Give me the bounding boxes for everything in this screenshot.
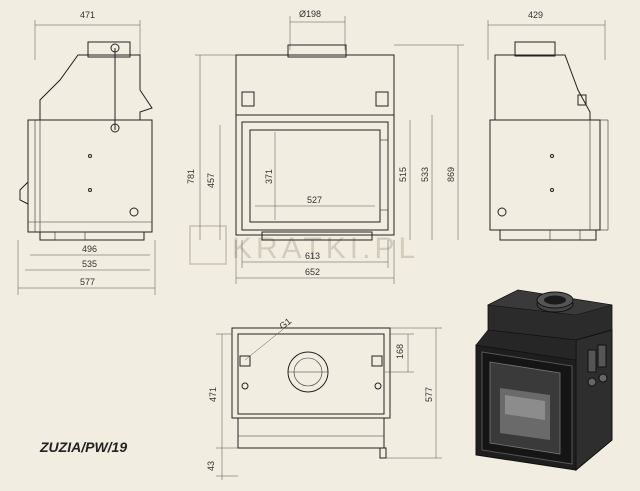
dim-168: 168	[395, 344, 405, 359]
dim-577-side: 577	[80, 277, 95, 287]
fireplace-3d-render	[475, 289, 613, 472]
side-view-left: 471 496 535 577	[17, 10, 156, 295]
dim-429: 429	[528, 10, 543, 20]
dim-652: 652	[305, 267, 320, 277]
dim-613: 613	[305, 251, 320, 261]
label-g1: G1	[277, 316, 293, 331]
dim-371: 371	[264, 169, 274, 184]
dim-43: 43	[206, 461, 216, 471]
dim-diameter-198: Ø198	[299, 9, 321, 19]
dim-533: 533	[420, 167, 430, 182]
top-view: G1 168 471 577 43	[206, 316, 442, 480]
dim-527: 527	[307, 195, 322, 205]
dim-457: 457	[206, 173, 216, 188]
front-view: Ø198 527 371 781 457 515 533 869	[186, 9, 464, 284]
dim-577-top: 577	[424, 387, 434, 402]
watermark-text: KRATKI.PL	[232, 232, 419, 265]
dim-496: 496	[82, 244, 97, 254]
model-label: ZUZIA/PW/19	[39, 439, 127, 455]
dim-471-side-left: 471	[80, 10, 95, 20]
watermark: KRATKI.PL	[189, 225, 419, 265]
dim-471-top: 471	[208, 387, 218, 402]
dim-781: 781	[186, 169, 196, 184]
dim-535: 535	[82, 259, 97, 269]
dim-869: 869	[446, 167, 456, 182]
dim-515: 515	[398, 167, 408, 182]
side-view-right: 429	[487, 10, 609, 241]
